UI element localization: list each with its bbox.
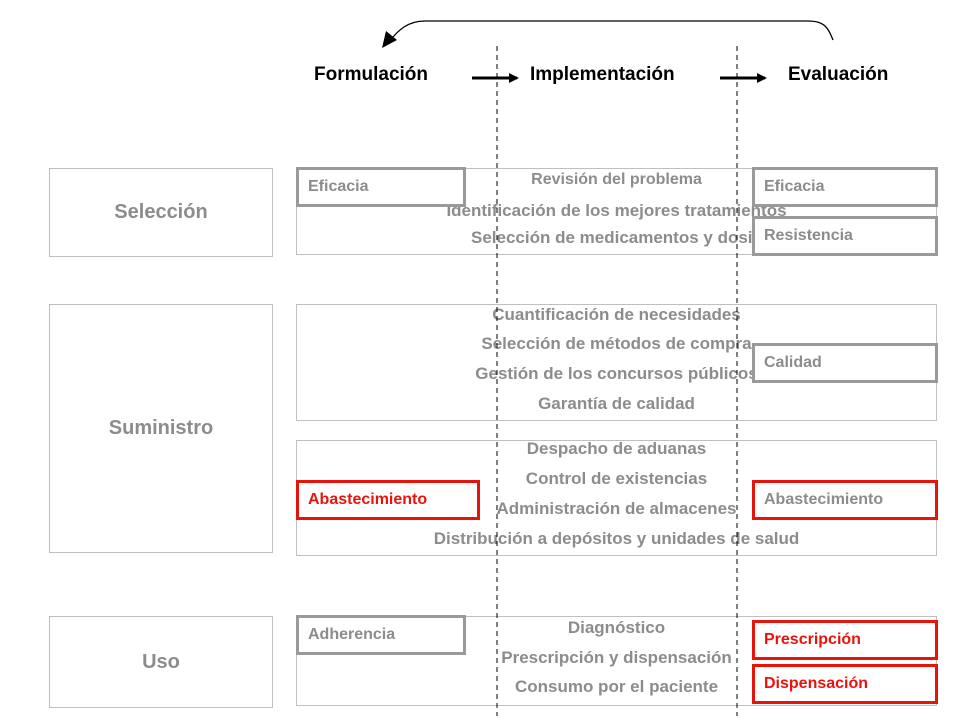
- process-line: Cuantificación de necesidades: [492, 305, 741, 324]
- stage-uso-label: Uso: [142, 650, 180, 673]
- process-line: Gestión de los concursos públicos: [475, 364, 758, 383]
- tag-prescripcion: Prescripción: [752, 620, 938, 660]
- feedback-loop-arrowhead: [382, 31, 397, 48]
- tag-dispensacion: Dispensación: [752, 664, 938, 704]
- process-line: Selección de medicamentos y dosis: [470, 228, 762, 247]
- tag-resistencia: Resistencia: [752, 216, 938, 256]
- process-line: Diagnóstico: [567, 618, 666, 637]
- process-line: Distribución a depósitos y unidades de s…: [433, 529, 800, 548]
- stage-suministro-label: Suministro: [108, 417, 214, 439]
- phase-evaluacion: Evaluación: [788, 64, 889, 85]
- process-line: Prescripción y dispensación: [501, 648, 732, 667]
- tag-abastecimiento-right: Abastecimiento: [752, 480, 938, 520]
- process-line: Control de existencias: [525, 469, 708, 488]
- process-line: Despacho de aduanas: [526, 439, 707, 458]
- process-line: Selección de métodos de compra: [481, 334, 752, 353]
- feedback-loop-line: [388, 20, 834, 43]
- process-line: Garantía de calidad: [538, 394, 695, 413]
- tag-eficacia-right: Eficacia: [752, 167, 938, 207]
- stage-seleccion: Selección: [49, 168, 273, 257]
- stage-uso: Uso: [49, 616, 273, 708]
- process-line: Consumo por el paciente: [514, 677, 719, 696]
- tag-abastecimiento-left: Abastecimiento: [296, 480, 480, 520]
- stage-seleccion-label: Selección: [114, 201, 208, 223]
- tag-eficacia-left: Eficacia: [296, 167, 466, 207]
- process-line: Identificación de los mejores tratamient…: [446, 201, 787, 220]
- tag-adherencia: Adherencia: [296, 615, 466, 655]
- process-line: Revisión del problema: [531, 171, 702, 188]
- tag-calidad: Calidad: [752, 343, 938, 383]
- phase-implementacion: Implementación: [530, 64, 675, 85]
- stage-suministro: Suministro: [49, 304, 273, 553]
- phase-formulacion: Formulación: [314, 64, 429, 85]
- process-line: Administración de almacenes: [496, 499, 737, 518]
